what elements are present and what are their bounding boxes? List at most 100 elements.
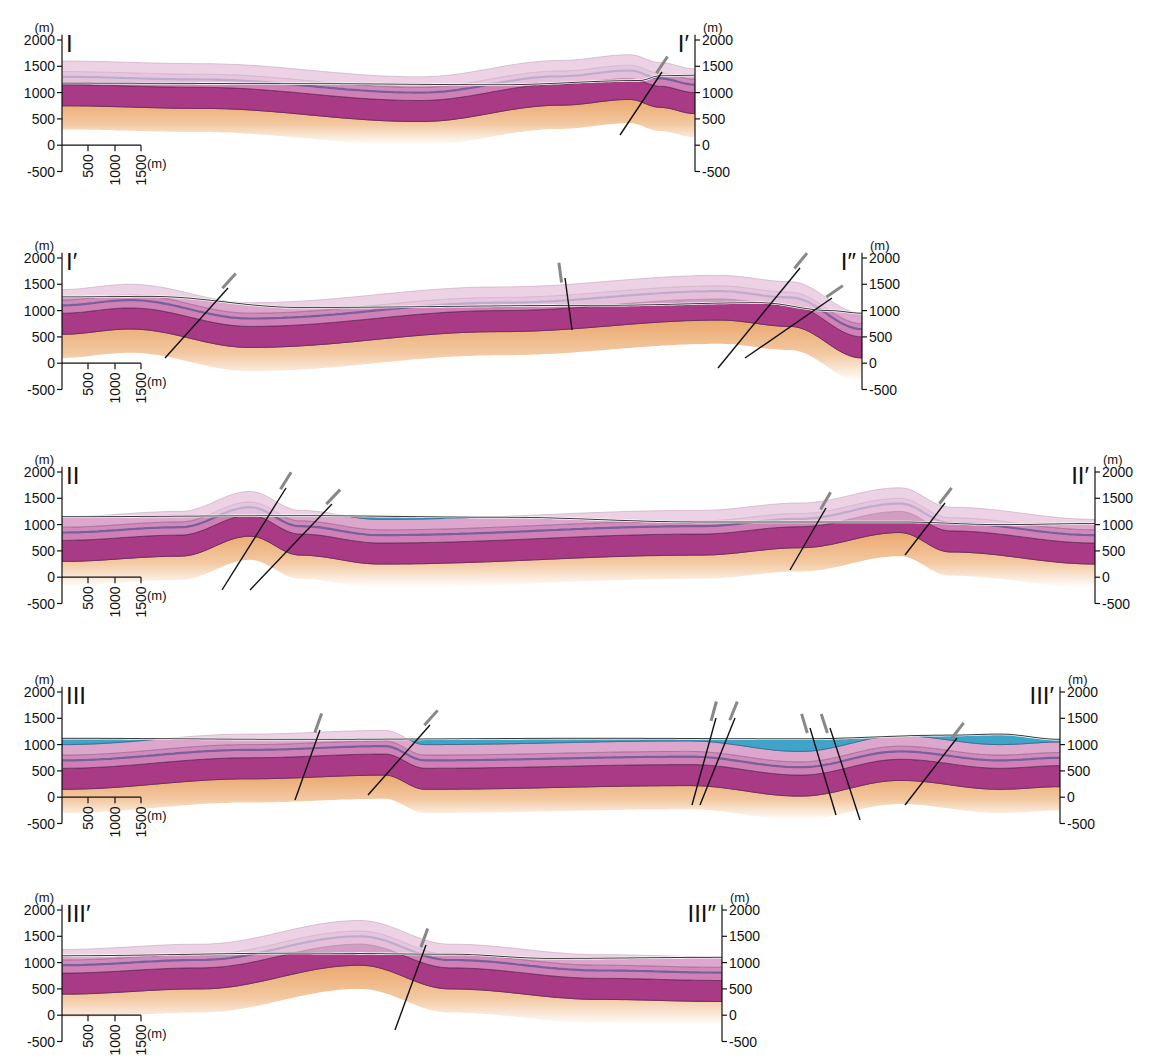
scale-bar — [62, 1015, 141, 1016]
axis-value: 2000 — [729, 903, 760, 917]
fault — [692, 718, 716, 805]
axis-value: 0 — [729, 1008, 737, 1022]
tick — [1060, 823, 1065, 824]
fault — [165, 288, 228, 358]
axis-value: 500 — [32, 982, 55, 996]
tick — [57, 1015, 62, 1016]
fault-arrow — [821, 714, 827, 733]
tick — [1095, 524, 1100, 525]
fault — [905, 738, 957, 805]
tick — [57, 718, 62, 719]
fault — [745, 298, 832, 358]
scale-tick — [114, 363, 115, 369]
axis-value: 0 — [1067, 790, 1075, 804]
tick — [57, 770, 62, 771]
fault-arrow — [821, 492, 831, 509]
axis-value: 1500 — [1102, 491, 1133, 505]
section-label: II — [66, 464, 79, 488]
axis-value: 1000 — [24, 518, 55, 532]
tick — [695, 118, 700, 119]
scale-tick — [114, 145, 115, 151]
axis-value: 1500 — [729, 929, 760, 943]
axis — [61, 687, 62, 824]
tick — [862, 363, 867, 364]
axis-value: 2000 — [24, 465, 55, 479]
axis-value: 0 — [47, 790, 55, 804]
axis-value: 1000 — [1102, 518, 1133, 532]
tick — [722, 962, 727, 963]
axis — [861, 253, 862, 390]
layers-eroded — [62, 55, 695, 122]
tick — [695, 39, 700, 40]
pale-layer — [62, 921, 722, 968]
scale-unit: (m) — [147, 809, 167, 822]
axis-value: -500 — [27, 1035, 55, 1049]
unconformity — [62, 734, 1060, 739]
fault-arrow — [939, 488, 951, 504]
tick — [57, 66, 62, 67]
tick — [57, 310, 62, 311]
scale-value: 1500 — [134, 586, 148, 617]
axis — [1059, 687, 1060, 824]
fault-arrow — [559, 263, 562, 283]
teal-layer — [62, 696, 1060, 751]
section-label: III″ — [688, 902, 717, 926]
scale-bar — [62, 363, 141, 364]
layers-below — [62, 454, 1095, 588]
axis-value: 2000 — [24, 33, 55, 47]
axis-value: 0 — [47, 138, 55, 152]
layers-below — [62, 696, 1060, 820]
section-label: I′ — [66, 250, 77, 274]
scale-value: 1000 — [108, 372, 122, 403]
magenta-layer — [62, 299, 862, 358]
scale-bar — [62, 797, 141, 798]
section-label: III — [66, 684, 86, 708]
axis-value: -500 — [27, 165, 55, 179]
tick — [695, 171, 700, 172]
fault-arrow — [826, 286, 842, 297]
axis — [1094, 467, 1095, 604]
axis-value: 500 — [869, 330, 892, 344]
scale-value: 1500 — [134, 806, 148, 837]
fault-arrow — [730, 702, 737, 721]
unconformity — [62, 516, 1095, 525]
axis-value: 2000 — [24, 251, 55, 265]
tick — [57, 92, 62, 93]
axis-value: 2000 — [24, 903, 55, 917]
tick — [722, 909, 727, 910]
scale-tick — [140, 1015, 141, 1021]
tick — [722, 936, 727, 937]
tick — [57, 363, 62, 364]
tick — [57, 936, 62, 937]
tick — [1060, 718, 1065, 719]
axis-value: 0 — [869, 356, 877, 370]
scale-bar — [62, 145, 141, 146]
scale-value: 1500 — [134, 372, 148, 403]
fault-arrow — [656, 56, 667, 73]
tick — [1060, 744, 1065, 745]
tick — [1060, 691, 1065, 692]
pink-layer — [62, 741, 1060, 767]
tick — [57, 577, 62, 578]
tick — [1095, 550, 1100, 551]
axis-value: 1500 — [702, 59, 733, 73]
fault-arrow — [421, 929, 428, 948]
axis-value: -500 — [702, 165, 730, 179]
section-label: III′ — [66, 902, 91, 926]
scale-value: 500 — [81, 372, 95, 395]
tick — [57, 744, 62, 745]
scale-tick — [87, 577, 88, 583]
unconformity — [62, 296, 862, 313]
axis-value: 500 — [1067, 764, 1090, 778]
topography — [62, 75, 695, 85]
tick — [57, 823, 62, 824]
tick — [57, 962, 62, 963]
scale-value: 1000 — [108, 586, 122, 617]
scale-bar — [62, 577, 141, 578]
fault — [295, 730, 320, 800]
tick — [57, 471, 62, 472]
axis-value: -500 — [1102, 597, 1130, 611]
axis-value: 2000 — [702, 33, 733, 47]
